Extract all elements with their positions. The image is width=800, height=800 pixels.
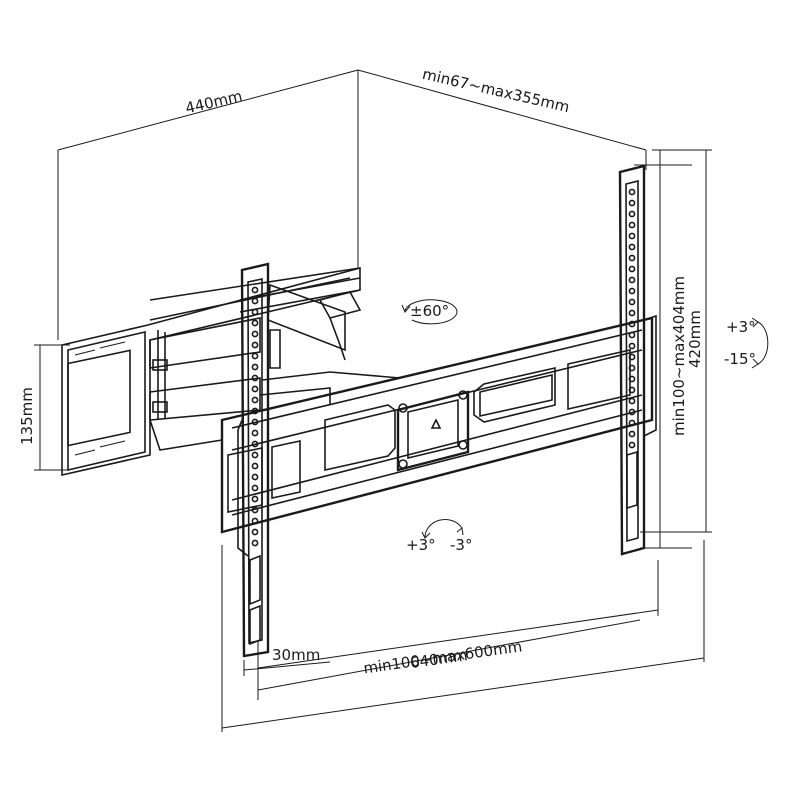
mounting-hole (251, 407, 259, 415)
mounting-hole (251, 396, 259, 404)
swivel-arrow-icon (401, 299, 458, 325)
mounting-hole (251, 297, 259, 305)
mounting-hole (251, 330, 259, 338)
mounting-hole (251, 341, 259, 349)
mounting-hole (251, 429, 259, 437)
mounting-hole (628, 353, 636, 361)
mounting-hole (251, 495, 259, 503)
mounting-hole (628, 364, 636, 372)
wall-plate (61, 266, 361, 477)
mounting-hole (251, 374, 259, 382)
mounting-hole (251, 484, 259, 492)
mounting-hole (628, 309, 636, 317)
mounting-hole (628, 331, 636, 339)
right-vertical-arm (618, 164, 657, 556)
mounting-hole (251, 385, 259, 393)
mounting-hole (628, 276, 636, 284)
arm-height-label: 420mm (686, 310, 704, 368)
mounting-hole (628, 232, 636, 240)
plate-width-label: 440mm (184, 87, 244, 118)
mounting-hole (628, 287, 636, 295)
mounting-hole (628, 419, 636, 427)
mounting-hole (251, 418, 259, 426)
mounting-hole (628, 430, 636, 438)
mounting-hole (251, 528, 259, 536)
tilt-arrow-icon (751, 317, 769, 369)
left-vertical-arm (237, 262, 270, 658)
mounting-hole (628, 210, 636, 218)
mounting-hole (628, 375, 636, 383)
mounting-hole (251, 473, 259, 481)
mounting-hole (628, 221, 636, 229)
mounting-hole (251, 363, 259, 371)
mounting-hole (628, 441, 636, 449)
mounting-hole (628, 397, 636, 405)
mounting-hole (251, 286, 259, 294)
mounting-hole (628, 342, 636, 350)
mounting-hole (628, 408, 636, 416)
tilt-up-label: +3° (726, 318, 756, 336)
mounting-hole (628, 188, 636, 196)
mounting-hole (251, 506, 259, 514)
articulating-arm (149, 277, 401, 451)
rotation-arrow-icon (421, 518, 464, 539)
total-width-label: 640mm (409, 646, 469, 672)
rotate-right-label: -3° (450, 536, 472, 554)
rotate-left-label: +3° (406, 536, 436, 554)
tv-rail (220, 316, 654, 534)
plate-height-label: 135mm (18, 387, 36, 445)
mounting-hole (251, 319, 259, 327)
left-arm-hole-column (251, 286, 259, 547)
mounting-hole (251, 539, 259, 547)
swivel-angle-label: ±60° (410, 302, 449, 320)
mounting-hole (628, 254, 636, 262)
mounting-hole (628, 298, 636, 306)
mounting-hole (251, 308, 259, 316)
mounting-hole (628, 386, 636, 394)
mounting-hole (628, 320, 636, 328)
mounting-hole (628, 199, 636, 207)
vesa-vertical-label: min100~max404mm (670, 276, 688, 436)
mounting-hole (251, 517, 259, 525)
arm-offset-label: 30mm (272, 646, 320, 664)
mounting-hole (251, 451, 259, 459)
wall-plate-slot (67, 349, 131, 447)
right-arm-hole-column (628, 188, 636, 449)
mounting-hole (628, 243, 636, 251)
mounting-hole (251, 352, 259, 360)
mounting-hole (628, 265, 636, 273)
center-lock-bracket (396, 390, 470, 472)
mounting-hole (251, 462, 259, 470)
dimension-guides (34, 69, 712, 732)
tilt-down-label: -15° (724, 350, 756, 368)
mounting-hole (251, 440, 259, 448)
